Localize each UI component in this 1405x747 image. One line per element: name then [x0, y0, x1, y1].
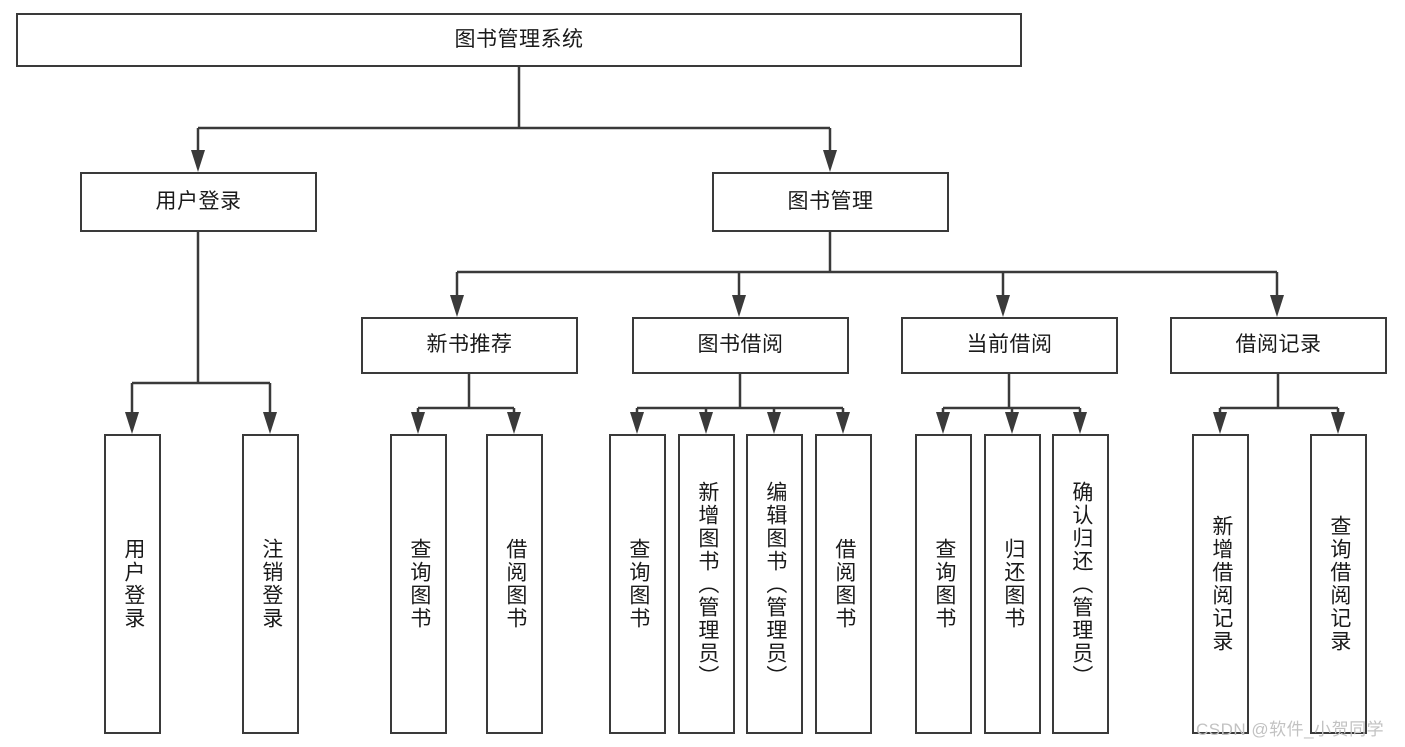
- edge-arrowhead-0-1: [823, 150, 837, 172]
- node-label: 用户登录: [155, 189, 242, 213]
- node-label: 查询图书: [932, 538, 956, 630]
- node-leaf_1[interactable]: 注销登录: [242, 434, 299, 734]
- node-leaf_2[interactable]: 查询图书: [390, 434, 447, 734]
- node-label: 用户登录: [121, 538, 145, 630]
- node-label: 图书管理: [787, 189, 874, 213]
- node-l2_0[interactable]: 新书推荐: [361, 317, 578, 374]
- node-leaf_10[interactable]: 确认归还（管理员）: [1052, 434, 1109, 734]
- node-label: 借阅图书: [503, 538, 527, 630]
- node-l2_1[interactable]: 图书借阅: [632, 317, 849, 374]
- node-label: 注销登录: [259, 538, 283, 630]
- node-root[interactable]: 图书管理系统: [16, 13, 1022, 67]
- csdn-watermark: CSDN @软件_小贺同学: [1196, 720, 1385, 739]
- node-label: 图书管理系统: [454, 27, 584, 51]
- edge-arrowhead-3-1: [507, 412, 521, 434]
- edge-arrowhead-5-0: [936, 412, 950, 434]
- edge-arrowhead-1-0: [450, 295, 464, 317]
- node-leaf_0[interactable]: 用户登录: [104, 434, 161, 734]
- edge-arrowhead-4-1: [699, 412, 713, 434]
- node-leaf_11[interactable]: 新增借阅记录: [1192, 434, 1249, 734]
- node-label: 借阅记录: [1235, 333, 1322, 357]
- node-label: 归还图书: [1001, 538, 1025, 630]
- edge-arrowhead-2-0: [125, 412, 139, 434]
- edge-arrowhead-1-2: [996, 295, 1010, 317]
- edge-arrowhead-5-2: [1073, 412, 1087, 434]
- node-label: 查询图书: [407, 538, 431, 630]
- node-label: 新增借阅记录: [1209, 515, 1233, 653]
- node-l1_1[interactable]: 图书管理: [712, 172, 949, 232]
- edge-arrowhead-1-3: [1270, 295, 1284, 317]
- edge-arrowhead-4-2: [767, 412, 781, 434]
- edge-arrowhead-6-1: [1331, 412, 1345, 434]
- node-label: 图书借阅: [697, 333, 784, 357]
- node-l1_0[interactable]: 用户登录: [80, 172, 317, 232]
- node-leaf_6[interactable]: 编辑图书（管理员）: [746, 434, 803, 734]
- node-label: 查询图书: [626, 538, 650, 630]
- node-label: 当前借阅: [966, 333, 1053, 357]
- node-label: 新书推荐: [426, 333, 513, 357]
- edge-arrowhead-6-0: [1213, 412, 1227, 434]
- node-leaf_3[interactable]: 借阅图书: [486, 434, 543, 734]
- edge-arrowhead-0-0: [191, 150, 205, 172]
- node-leaf_7[interactable]: 借阅图书: [815, 434, 872, 734]
- node-label: 编辑图书（管理员）: [763, 480, 787, 688]
- node-l2_2[interactable]: 当前借阅: [901, 317, 1118, 374]
- edge-arrowhead-4-0: [630, 412, 644, 434]
- node-label: 新增图书（管理员）: [695, 480, 719, 688]
- node-label: 查询借阅记录: [1327, 515, 1351, 653]
- node-leaf_4[interactable]: 查询图书: [609, 434, 666, 734]
- node-l2_3[interactable]: 借阅记录: [1170, 317, 1387, 374]
- edge-arrowhead-4-3: [836, 412, 850, 434]
- node-leaf_12[interactable]: 查询借阅记录: [1310, 434, 1367, 734]
- edge-arrowhead-1-1: [732, 295, 746, 317]
- node-leaf_5[interactable]: 新增图书（管理员）: [678, 434, 735, 734]
- edge-arrowhead-5-1: [1005, 412, 1019, 434]
- edge-arrowhead-3-0: [411, 412, 425, 434]
- node-leaf_8[interactable]: 查询图书: [915, 434, 972, 734]
- node-label: 确认归还（管理员）: [1069, 480, 1093, 688]
- node-leaf_9[interactable]: 归还图书: [984, 434, 1041, 734]
- edge-arrowhead-2-1: [263, 412, 277, 434]
- node-label: 借阅图书: [832, 538, 856, 630]
